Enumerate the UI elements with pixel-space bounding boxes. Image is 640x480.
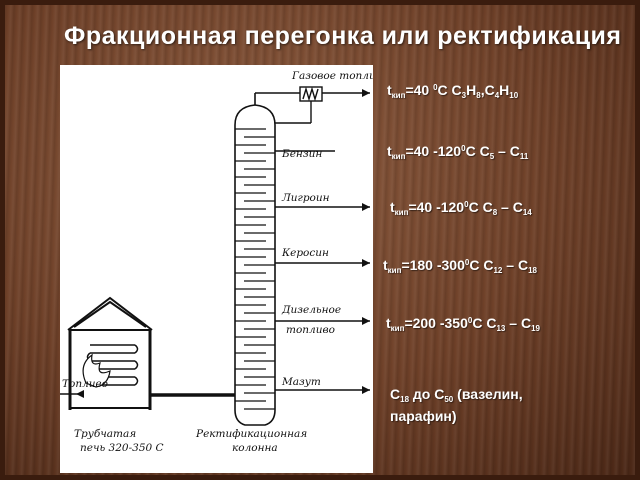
label-kerosin: Керосин	[281, 247, 329, 259]
fraction-ligroin: tкип=40 -1200С C8 – C14	[390, 199, 532, 217]
fraction-kerosin: tкип=180 -3000С C12 – C18	[383, 257, 537, 275]
label-fuel-input: Топливо	[62, 378, 108, 390]
distillation-diagram: Газовое топливо Бензин Лигроин Керосин Д…	[60, 65, 388, 473]
fraction-gas: tкип=40 0С C3H8,C4H10	[387, 82, 519, 100]
label-ligroin: Лигроин	[281, 192, 330, 204]
draw-off-lines	[275, 150, 370, 391]
distillation-schematic: Газовое топливо Бензин Лигроин Керосин Д…	[60, 70, 388, 454]
label-mazut: Мазут	[281, 376, 321, 388]
flame-icon	[82, 353, 111, 388]
label-column-2: колонна	[232, 442, 278, 454]
label-benzin: Бензин	[281, 148, 322, 160]
column-trays	[235, 128, 275, 410]
arrowheads	[76, 89, 370, 398]
fraction-mazut: C18 до C50 (вазелин, парафин)	[390, 386, 523, 424]
label-diesel-2: топливо	[286, 324, 335, 336]
label-gas-fuel: Газовое топливо	[291, 70, 373, 82]
label-diesel-1: Дизельное	[281, 304, 341, 316]
fraction-benzin: tкип=40 -1200С C5 – C11	[387, 143, 529, 161]
label-furnace-2: печь 320-350 С	[80, 442, 164, 454]
rectification-column	[234, 92, 300, 426]
label-column-1: Ректификационная	[195, 428, 307, 440]
tube-furnace	[60, 296, 235, 410]
fraction-diesel: tкип=200 -3500С C13 – C19	[386, 315, 540, 333]
label-furnace-1: Трубчатая	[74, 428, 136, 440]
slide-title: Фракционная перегонка или ректификация	[64, 22, 622, 50]
